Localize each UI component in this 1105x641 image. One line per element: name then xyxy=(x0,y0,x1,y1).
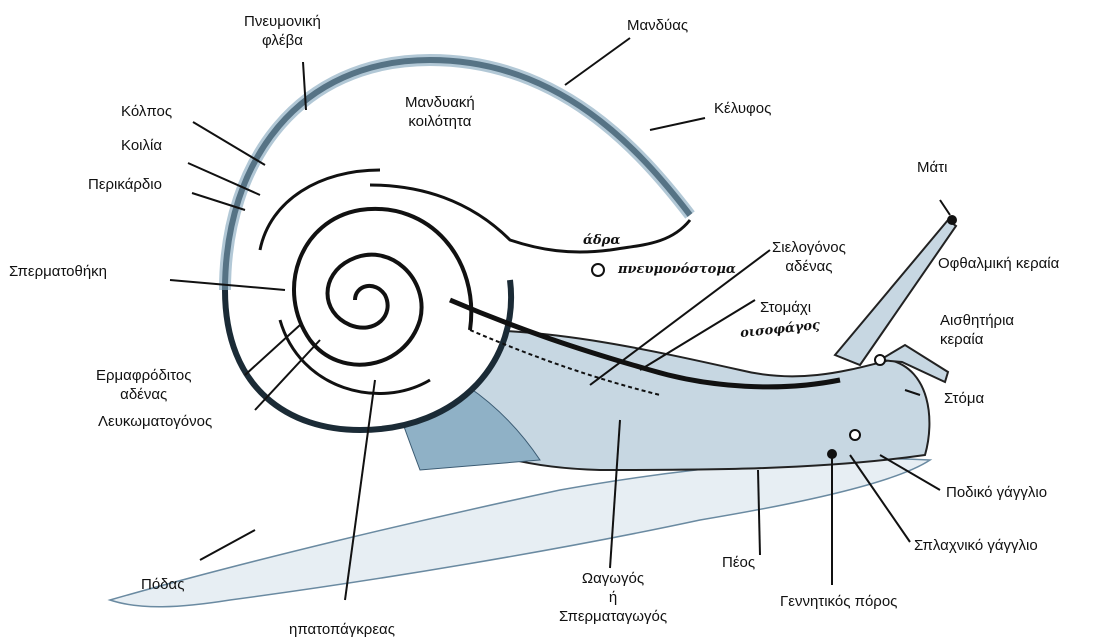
label-line: Πνευμονική xyxy=(244,12,321,31)
label-genital-pore: Γεννητικός πόρος xyxy=(780,592,897,611)
pneumostome-opening xyxy=(592,264,604,276)
label-line: Αισθητήρια xyxy=(940,311,1014,330)
eye-dot xyxy=(947,215,957,225)
label-foot: Πόδας xyxy=(141,575,184,594)
handwritten-anus: άδρα xyxy=(583,233,620,248)
label-line: φλέβα xyxy=(244,31,321,50)
label-pedal-ganglion: Ποδικό γάγγλιο xyxy=(946,483,1047,502)
handwritten-pneumostome: πνευμονόστομα xyxy=(618,262,736,277)
label-mouth: Στόμα xyxy=(944,389,984,408)
label-hepatopancreas: ηπατοπάγκρεας xyxy=(289,620,395,639)
label-albumen-gland: Λευκωματογόνος xyxy=(98,412,212,431)
label-stomach: Στομάχι xyxy=(760,298,811,317)
label-line: κοιλότητα xyxy=(405,112,475,131)
label-mantle-cavity: Μανδυακή κοιλότητα xyxy=(405,93,475,131)
label-line: Ωαγωγός xyxy=(553,569,673,588)
label-line: ή xyxy=(553,588,673,607)
label-eye: Μάτι xyxy=(917,158,947,177)
label-line: Ερμαφρόδιτος xyxy=(96,366,191,385)
label-spermatheca: Σπερματοθήκη xyxy=(9,262,107,281)
label-pericardium: Περικάρδιο xyxy=(88,175,162,194)
label-ocular-tentacle: Οφθαλμική κεραία xyxy=(938,254,1059,273)
label-ventricle: Κοιλία xyxy=(121,136,162,155)
label-line: αδένας xyxy=(96,385,191,404)
label-sinus: Κόλπος xyxy=(121,102,172,121)
label-shell: Κέλυφος xyxy=(714,99,771,118)
label-line: κεραία xyxy=(940,330,1014,349)
foot-shape xyxy=(110,459,930,607)
label-pneumonic-vein: Πνευμονική φλέβα xyxy=(244,12,321,50)
label-penis: Πέος xyxy=(722,553,755,572)
label-oviduct: Ωαγωγός ή Σπερματαγωγός xyxy=(553,569,673,626)
label-line: Μανδυακή xyxy=(405,93,475,112)
ocular-tentacle-shape xyxy=(835,220,956,365)
label-line: Σπερματαγωγός xyxy=(553,607,673,626)
label-sensory-tentacle: Αισθητήρια κεραία xyxy=(940,311,1014,349)
label-visceral-ganglion: Σπλαχνικό γάγγλιο xyxy=(914,536,1038,555)
label-mantle: Μανδύας xyxy=(627,16,688,35)
label-hermaphrodite-gland: Ερμαφρόδιτος αδένας xyxy=(96,366,191,404)
label-line: αδένας xyxy=(772,257,846,276)
label-salivary-gland: Σιελογόνος αδένας xyxy=(772,238,846,276)
label-line: Σιελογόνος xyxy=(772,238,846,257)
